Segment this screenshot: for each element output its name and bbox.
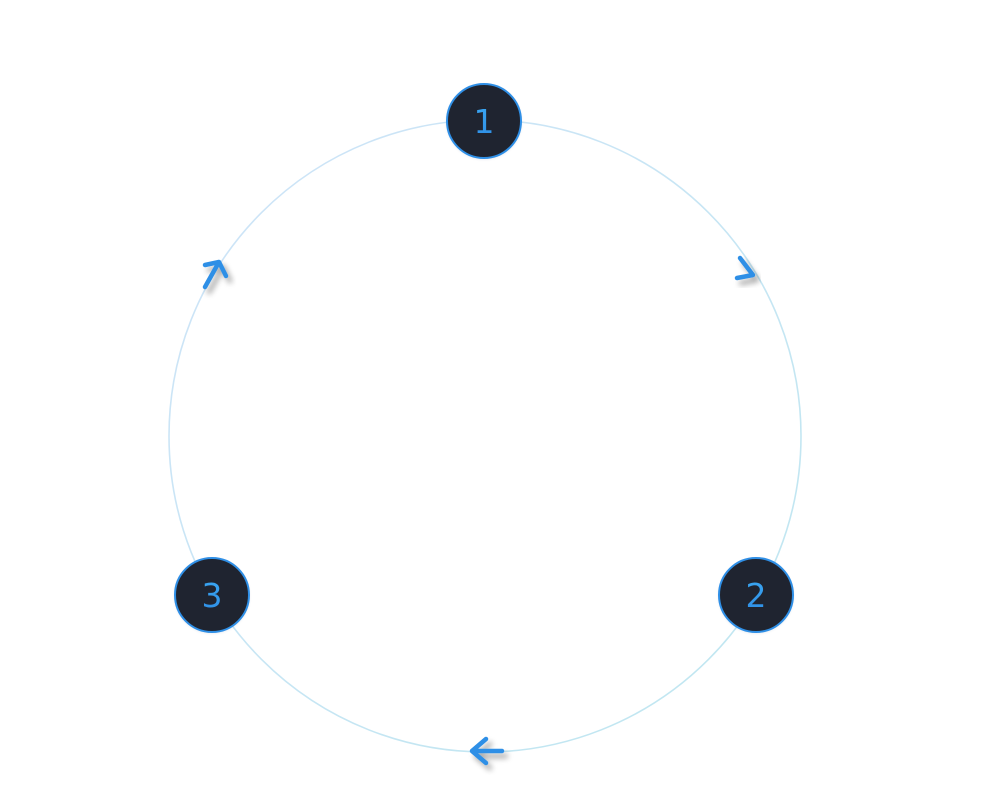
step-label: 2 (745, 575, 767, 615)
arrow-icon (734, 255, 756, 281)
step-label: 1 (473, 101, 495, 141)
cycle-ring (168, 119, 802, 753)
step-label: 3 (201, 575, 223, 615)
step-node-3[interactable]: 3 (174, 557, 250, 633)
step-node-1[interactable]: 1 (446, 83, 522, 159)
arrow-icon (202, 259, 229, 290)
arrow-icon (469, 736, 505, 766)
step-node-2[interactable]: 2 (718, 557, 794, 633)
